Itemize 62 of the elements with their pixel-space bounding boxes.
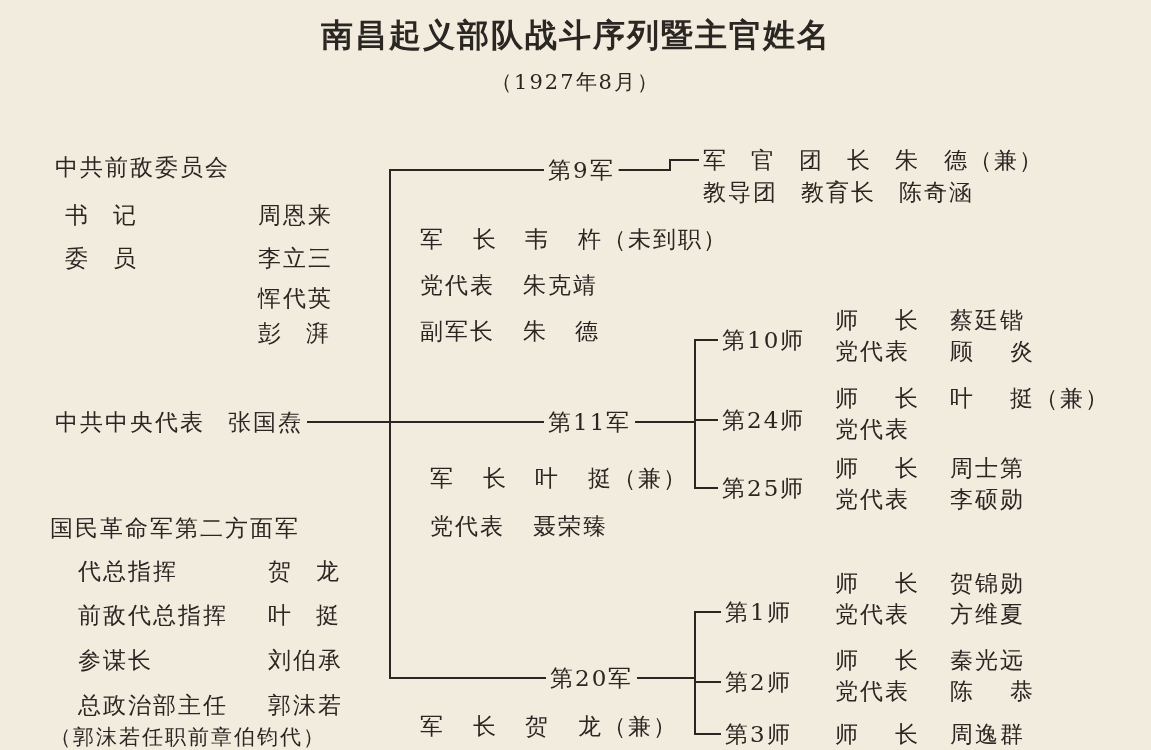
unit-name: 第11军	[548, 408, 632, 437]
commander-line: 军 长 韦 杵（未到职）	[420, 225, 729, 254]
commander-text: 叶 挺（兼）	[950, 384, 1110, 413]
commander-line: 党代表 聂荣臻	[430, 512, 609, 541]
commander-text: 师 长	[835, 646, 921, 675]
commander-text: 周士第	[950, 454, 1025, 483]
commander-text: 李硕勋	[950, 485, 1025, 514]
commander-line: 副军长 朱 德	[420, 317, 602, 346]
unit-name: 第9军	[548, 156, 615, 185]
label-text: 书 记	[65, 201, 139, 230]
unit-name: 第25师	[722, 474, 806, 503]
commander-text: 陈 恭	[950, 677, 1035, 706]
commander-text: 方维夏	[950, 600, 1025, 629]
label-text: 恽代英	[258, 284, 333, 313]
connector-line	[636, 677, 722, 735]
unit-text: 军 官 团 长 朱 德（兼）	[703, 146, 1044, 175]
label-text: 彭 湃	[258, 319, 332, 348]
commander-line: 军 长 叶 挺（兼）	[430, 464, 689, 493]
commander-text: 党代表	[835, 600, 911, 629]
commander-text: 师 长	[835, 306, 921, 335]
commander-text: 师 长	[835, 720, 921, 749]
unit-name: 中共中央代表 张国焘	[55, 408, 304, 437]
label-text: 前敌代总指挥	[78, 601, 228, 630]
commander-text: 党代表	[835, 677, 911, 706]
label-text: 周恩来	[258, 201, 333, 230]
label-text: 贺 龙	[268, 557, 342, 586]
label-text: 代总指挥	[78, 557, 178, 586]
label-text: 李立三	[258, 244, 333, 273]
unit-name: 第3师	[725, 720, 792, 749]
label-text: 总政治部主任	[78, 691, 228, 720]
connector-line	[634, 421, 719, 489]
commander-text: 秦光远	[950, 646, 1026, 675]
label-text: （郭沫若任职前章伯钧代）	[50, 724, 326, 750]
unit-name: 第2师	[725, 668, 792, 697]
connector-line	[306, 421, 547, 679]
commander-text: 师 长	[835, 454, 921, 483]
label-text: 中共前敌委员会	[55, 153, 230, 182]
label-text: 参谋长	[78, 646, 153, 675]
label-text: 委 员	[65, 244, 139, 273]
label-text: 叶 挺	[268, 601, 342, 630]
commander-text: 党代表	[835, 415, 911, 444]
commander-text: 周逸群	[950, 720, 1025, 749]
unit-name: 第20军	[550, 664, 634, 693]
connector-line	[617, 159, 700, 171]
date-caption: （1927年8月）	[490, 69, 661, 96]
commander-text: 党代表	[835, 485, 911, 514]
chart-title: 南昌起义部队战斗序列暨主官姓名	[319, 15, 832, 56]
unit-name: 第10师	[722, 326, 806, 355]
commander-line: 党代表 朱克靖	[420, 271, 599, 300]
unit-text: 教导团 教育长 陈奇涵	[703, 178, 976, 207]
unit-name: 第24师	[722, 406, 806, 435]
label-text: 刘伯承	[268, 646, 343, 675]
commander-text: 顾 炎	[950, 337, 1035, 366]
commander-line: 军 长 贺 龙（兼）	[420, 712, 679, 741]
commander-text: 师 长	[835, 569, 921, 598]
commander-text: 蔡廷锴	[950, 306, 1026, 335]
label-text: 郭沫若	[268, 691, 343, 720]
commander-text: 师 长	[835, 384, 921, 413]
commander-text: 党代表	[835, 337, 911, 366]
unit-name: 第1师	[725, 598, 792, 627]
label-text: 国民革命军第二方面军	[50, 514, 300, 543]
commander-text: 贺锦勋	[950, 569, 1025, 598]
